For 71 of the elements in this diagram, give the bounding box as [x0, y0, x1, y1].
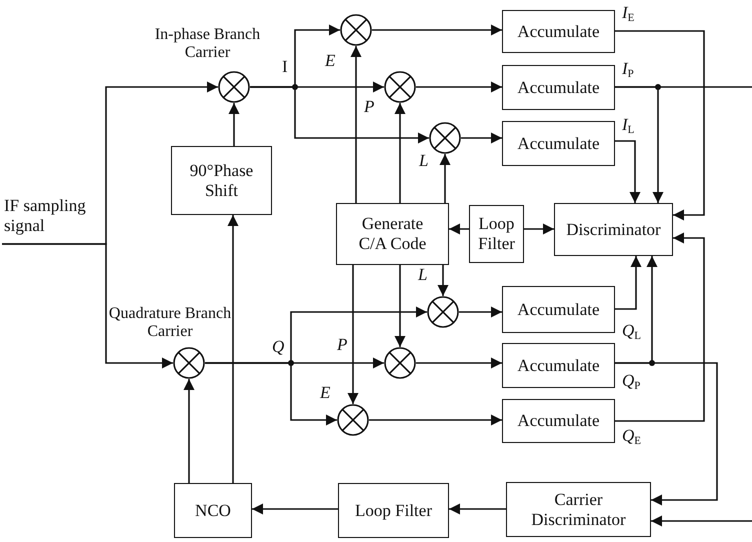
arrow	[228, 103, 240, 146]
signal-label: Q	[272, 338, 284, 355]
arrow	[440, 154, 450, 203]
box-label: Loop Filter	[477, 214, 516, 254]
signal-label: L	[419, 152, 428, 169]
arrow	[350, 46, 362, 203]
process-box	[336, 203, 449, 265]
arrow	[394, 265, 406, 347]
process-box	[174, 483, 252, 538]
box-label: NCO	[194, 500, 232, 520]
arrow	[252, 504, 338, 514]
process-box	[554, 203, 673, 256]
process-box	[502, 286, 615, 333]
box-label: Accumulate	[516, 134, 601, 154]
signal-label: E	[320, 384, 330, 401]
arrow	[524, 224, 554, 234]
arrow	[372, 24, 502, 36]
arrow	[615, 362, 718, 506]
arrow	[348, 265, 358, 404]
arrow	[461, 132, 502, 144]
carrier-label: Quadrature Branch Carrier	[108, 305, 232, 342]
arrow	[615, 256, 642, 310]
arrow	[459, 306, 502, 318]
box-label: Accumulate	[516, 22, 601, 42]
signal-label: E	[325, 52, 336, 69]
arrow	[615, 140, 640, 203]
process-box	[502, 65, 615, 110]
process-box	[502, 399, 615, 443]
process-box	[171, 146, 272, 215]
box-label: Accumulate	[516, 78, 601, 98]
process-box	[506, 482, 651, 537]
box-label: Carrier Discriminator	[530, 490, 627, 530]
box-label: Accumulate	[516, 356, 601, 376]
arrow	[2, 243, 173, 368]
signal-label: Q$_{P}$	[622, 372, 640, 392]
arrow	[449, 224, 469, 234]
signal-label: Q$_{L}$	[622, 322, 642, 342]
arrow	[250, 86, 429, 144]
signal-label: I$_{P}$	[622, 60, 634, 80]
arrow	[184, 379, 194, 483]
arrow	[615, 30, 705, 220]
arrow	[228, 215, 238, 483]
arrow	[205, 362, 337, 426]
arrow	[651, 516, 752, 526]
signal-label: P	[364, 98, 374, 115]
process-box	[502, 121, 615, 166]
arrow	[394, 103, 406, 203]
signal-label: IF sampling signal	[3, 196, 87, 236]
signal-label: I$_{L}$	[622, 116, 634, 136]
box-label: Accumulate	[516, 300, 601, 320]
carrier-label: In-phase Branch Carrier	[154, 26, 262, 63]
process-box	[469, 205, 524, 263]
arrow	[438, 265, 448, 296]
arrow	[449, 504, 506, 514]
process-box	[502, 343, 615, 388]
signal-label: I$_{E}$	[622, 4, 634, 24]
signal-label: P	[337, 336, 348, 353]
arrow	[416, 82, 502, 92]
process-box	[502, 10, 615, 53]
signal-label: Q$_{E}$	[622, 427, 642, 447]
box-label: Discriminator	[565, 220, 662, 240]
box-label: 90°Phase Shift	[188, 160, 254, 200]
arrow	[416, 358, 502, 368]
box-label: Accumulate	[516, 411, 601, 431]
signal-label: I	[282, 58, 288, 75]
process-box	[338, 483, 449, 538]
signal-label: L	[418, 266, 428, 283]
arrow	[369, 414, 502, 426]
arrow	[615, 232, 705, 422]
box-label: Loop Filter	[354, 500, 433, 520]
box-label: Generate C/A Code	[358, 214, 428, 254]
